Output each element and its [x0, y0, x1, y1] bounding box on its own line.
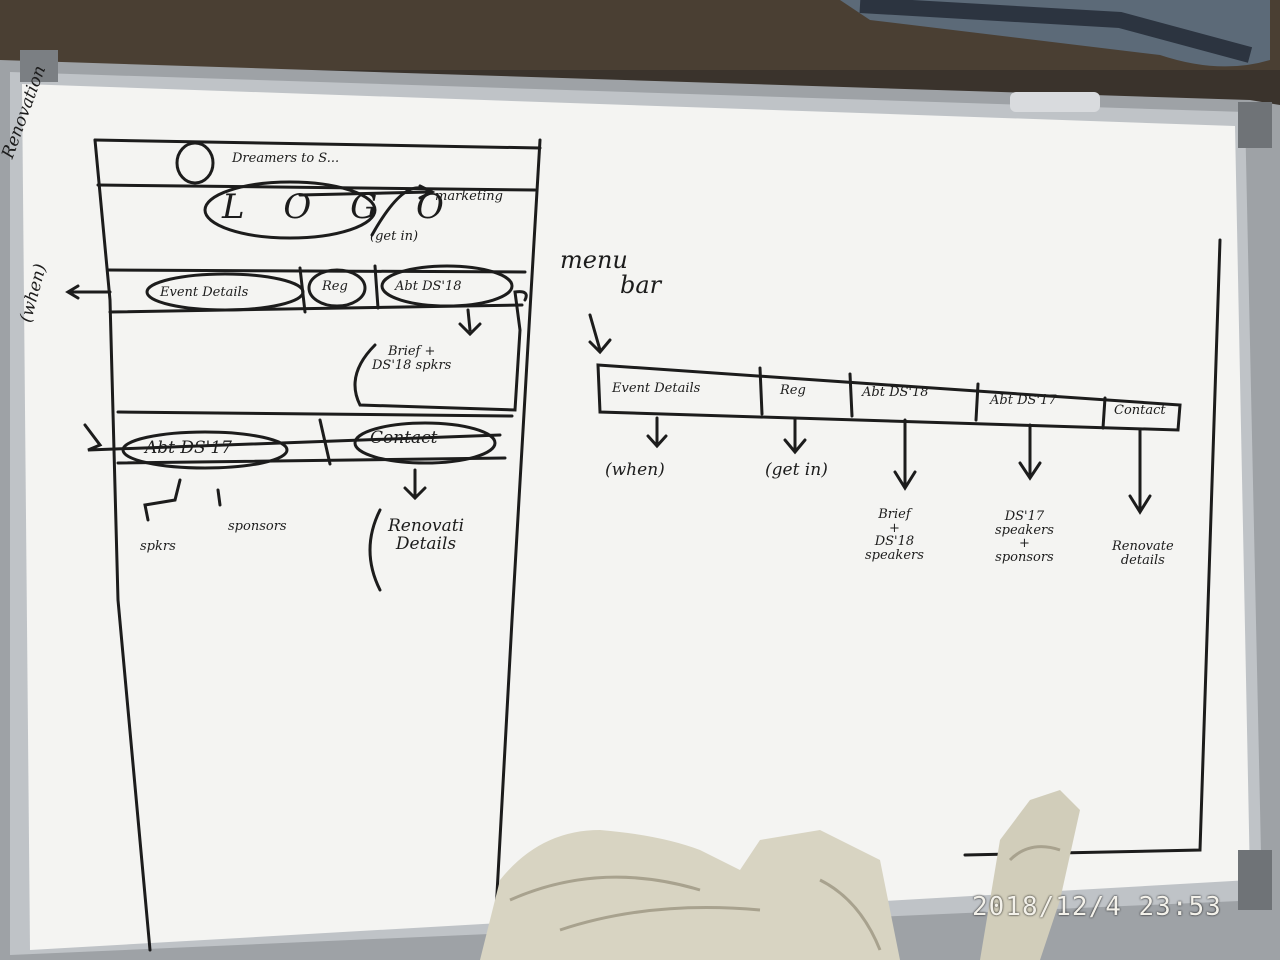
- left-renovation-line-1: Renovati: [388, 516, 465, 536]
- left-renovation-line-2: Details: [395, 533, 457, 554]
- right-desc-brief-line-3: DS'18: [874, 534, 915, 550]
- left-header-text: Dreamers to S...: [232, 151, 340, 166]
- photo-timestamp: 2018/12/4 23:53: [972, 892, 1222, 922]
- right-desc-ds17: DS'17 speakers + sponsors: [995, 510, 1054, 565]
- right-menu-item-contact: Contact: [1114, 403, 1166, 418]
- left-nav-item-abt-ds18: Abt DS'18: [395, 279, 462, 294]
- right-desc-ds17-line-2: speakers: [995, 522, 1054, 538]
- right-desc-renovate-line-1: Renovate: [1112, 539, 1174, 554]
- right-desc-get-in: (get in): [765, 460, 828, 480]
- left-renovation-details: Renovati Details: [388, 516, 465, 554]
- right-desc-brief-line-1: Brief: [878, 507, 911, 522]
- right-title: menu bar: [560, 246, 662, 300]
- right-desc-brief: Brief + DS'18 speakers: [865, 508, 924, 563]
- right-title-line-1: menu: [560, 246, 628, 274]
- right-desc-ds17-line-4: sponsors: [995, 549, 1054, 565]
- left-brief-line-2: DS'18 spkrs: [372, 357, 452, 373]
- right-menu-item-event-details: Event Details: [612, 381, 701, 396]
- right-title-line-2: bar: [620, 271, 662, 300]
- left-getin-note: (get in): [370, 229, 419, 244]
- board-surface: [22, 84, 1250, 950]
- right-desc-renovate-line-2: details: [1120, 552, 1165, 568]
- right-menu-item-reg: Reg: [780, 383, 806, 398]
- right-desc-ds17-line-3: +: [1019, 536, 1030, 552]
- left-sub-sponsors: sponsors: [228, 519, 287, 534]
- right-desc-brief-line-2: +: [889, 520, 900, 536]
- right-desc-renovate: Renovate details: [1112, 540, 1174, 567]
- right-desc-ds17-line-1: DS'17: [1004, 509, 1045, 524]
- left-brief-line-1: Brief +: [387, 344, 436, 359]
- left-nav-item-reg: Reg: [322, 279, 348, 294]
- left-sub-spkrs: spkrs: [140, 539, 176, 554]
- left-brief-box: Brief + DS'18 spkrs: [372, 345, 451, 372]
- right-desc-brief-line-4: speakers: [865, 547, 924, 563]
- left-nav2-item-abt-ds17: Abt DS'17: [145, 438, 232, 458]
- left-nav-item-event-details: Event Details: [160, 285, 249, 300]
- right-menu-item-abt-ds18: Abt DS'18: [862, 385, 929, 400]
- left-logo: L O G O: [222, 187, 458, 227]
- cloth: [480, 790, 1080, 960]
- right-menu-item-abt-ds17: Abt DS'17: [990, 393, 1057, 408]
- left-nav2-item-contact: Contact: [370, 428, 438, 448]
- right-desc-when: (when): [605, 460, 665, 480]
- left-logo-note: marketing: [435, 189, 503, 204]
